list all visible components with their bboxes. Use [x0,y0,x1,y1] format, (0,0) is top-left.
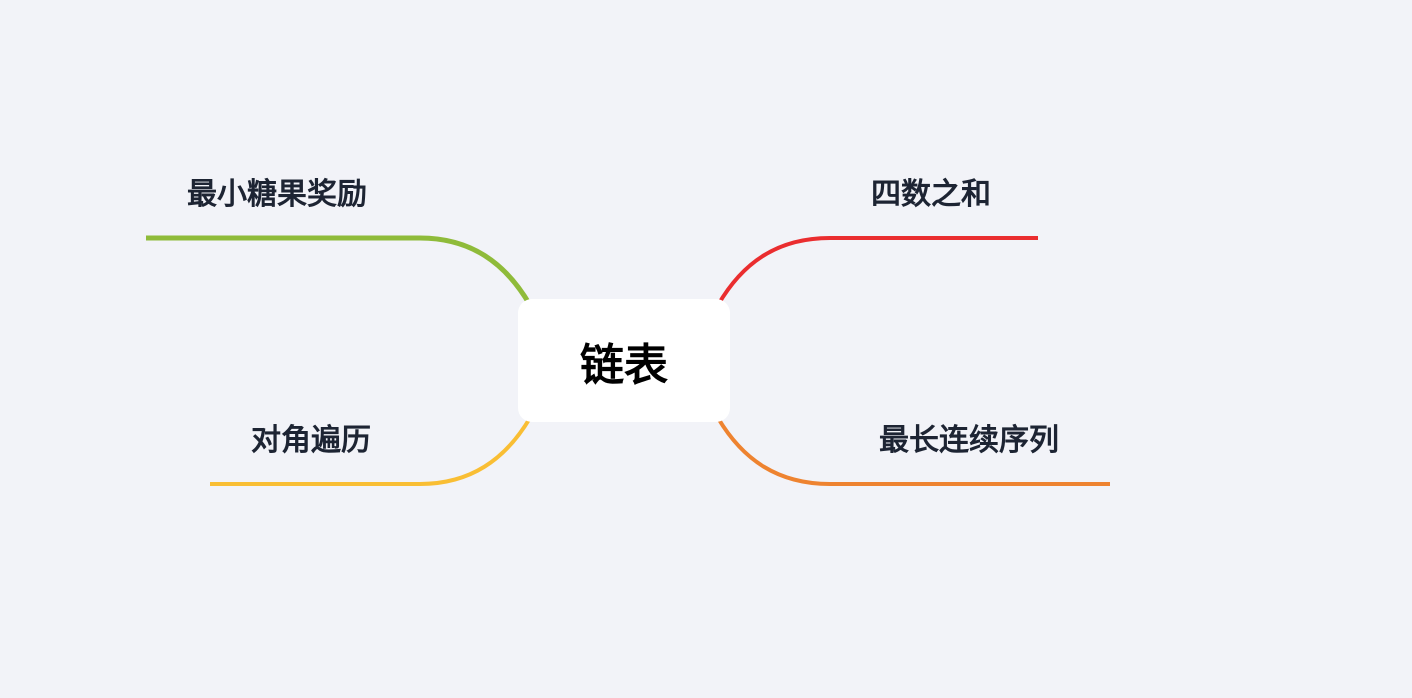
connector-branch-0 [146,235,533,307]
connector-branch-1 [210,416,532,486]
branch-topic-3[interactable]: 最长连续序列 [879,423,1059,458]
branch-topic-1[interactable]: 对角遍历 [251,423,371,458]
central-topic-label: 链表 [580,339,668,391]
branch-topic-2[interactable]: 四数之和 [871,177,991,212]
branch-topic-0[interactable]: 最小糖果奖励 [187,177,367,212]
connector-branch-2 [716,236,1038,307]
central-topic[interactable]: 链表 [518,299,730,422]
connector-branch-3 [716,416,1110,486]
